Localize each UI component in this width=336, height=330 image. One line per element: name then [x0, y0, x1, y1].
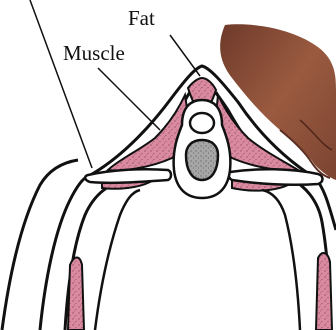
fat-label: Fat	[128, 8, 155, 29]
muscle-label: Muscle	[63, 43, 125, 64]
vertebra	[174, 100, 231, 198]
